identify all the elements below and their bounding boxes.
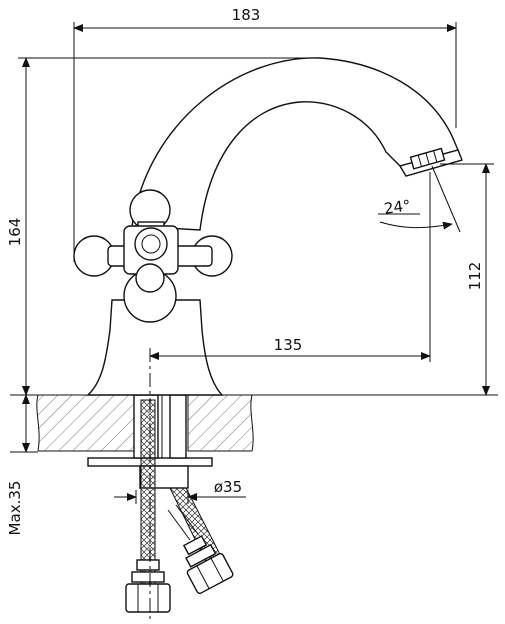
dimension-label-164: 164 <box>6 218 24 247</box>
faucet-body <box>86 57 463 396</box>
dimension-total-reach: 183 <box>73 6 457 262</box>
dimension-label-diameter-35: ø35 <box>214 478 242 496</box>
dimension-label-135: 135 <box>274 336 303 354</box>
dimension-label-max-35: Max.35 <box>6 481 24 536</box>
dimension-label-183: 183 <box>232 6 261 24</box>
flexible-hoses <box>125 399 234 613</box>
dimension-total-height: 164 <box>6 57 320 396</box>
dimension-spout-angle: 24° <box>378 165 461 233</box>
dimension-spout-reach: 135 <box>149 172 431 620</box>
dimension-spout-height: 112 <box>440 163 494 396</box>
dimension-max-thickness: Max.35 <box>6 394 38 536</box>
dimension-label-24-degrees: 24° <box>383 196 412 218</box>
dimension-label-112: 112 <box>466 262 484 291</box>
countertop-section <box>10 394 498 452</box>
cross-handle <box>73 189 233 323</box>
dimension-hole-diameter: ø35 <box>114 478 246 504</box>
